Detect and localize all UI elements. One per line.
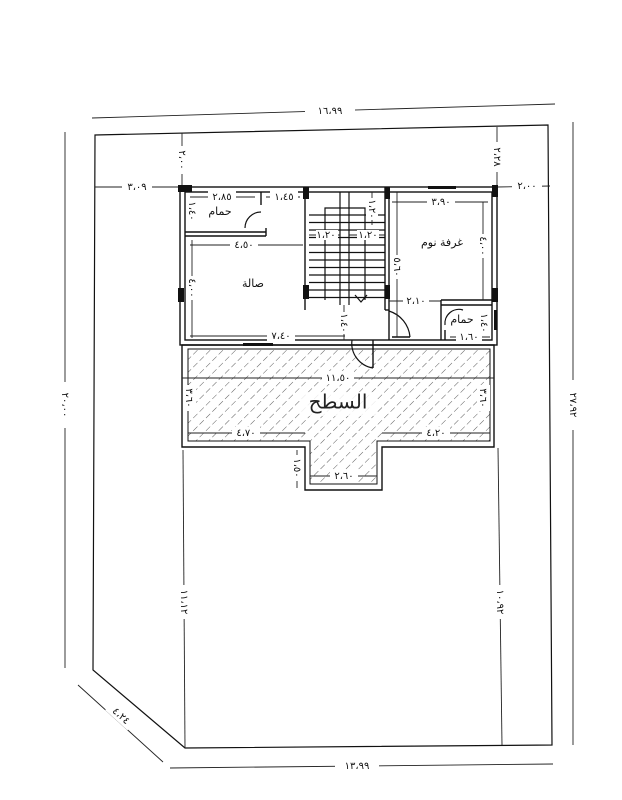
dim-plot-top: ١٦،٩٩	[318, 106, 343, 117]
dim-stair-lobby: ١،٤٠	[338, 313, 349, 332]
dim-setback-left: ٣،٠٩	[127, 182, 146, 193]
dim-setback-top-left: ٢،٠٠	[176, 150, 187, 169]
dim-hall-bottom: ٧،٤٠	[271, 331, 290, 342]
dim-roof-bay-width: ٢،٦٠	[334, 471, 353, 482]
dim-bath2-depth: ١،٤٠	[478, 313, 489, 332]
dim-bedroom-depth: ٤،٠٠	[477, 236, 488, 255]
dim-bath2-width: ١،٦٠	[459, 332, 478, 343]
columns	[178, 185, 498, 302]
dim-plot-right: ٢٧،٩٢	[567, 393, 578, 418]
roof-terrace: ١١،٥٠ ٤،٧٠ ٤،٢٠ ٣،٦٠ ٣،٦٠ ٢،٦٠ ١،٥٠ السط…	[181, 344, 495, 491]
dim-roof-left-part: ٤،٧٠	[236, 428, 255, 439]
room-label-bath-1: حمام	[208, 205, 231, 218]
dim-plot-left: ٢٠،٠٠	[59, 393, 70, 418]
dim-setback-bottom-left: ١١،١٢	[178, 590, 189, 615]
dim-hall-width: ٤،٥٠	[234, 240, 253, 251]
dim-bedroom-passage: ٢،١٠	[406, 296, 425, 307]
dim-roof-right-depth: ٣،٦٠	[477, 388, 488, 407]
dim-roof-bay-depth: ١،٥٠	[291, 458, 302, 477]
interior-dimensions: ٢،٨٥ ١،٤٥ ١،٤٠ ٤،٥٠ ٤،٠٠ ٧،٤٠ ٣،٩٠ ٤،٠٠ …	[186, 191, 490, 343]
dim-bedroom-side: ٥،٦٠	[391, 257, 402, 276]
dim-setback-right: ٢،٠٠	[517, 181, 536, 192]
dim-stair-landing: ١،٢٠	[366, 199, 377, 218]
room-label-roof: السطح	[309, 390, 368, 414]
room-label-hall: صالة	[242, 277, 264, 290]
dim-plot-bottom: ١٣،٩٩	[345, 761, 370, 772]
setback-lines: ٣،٠٩ ٢،٠٠ ٢،٠٠ ٢،٢٨ ١١،١٢ ١٠،٩٢	[95, 127, 551, 749]
dim-stair-flight-1: ١،٢٠	[316, 230, 335, 241]
room-label-bedroom: غرفة نوم	[421, 236, 463, 249]
dim-bath1-width: ٢،٨٥	[212, 192, 231, 203]
dim-corridor-width: ١،٤٥	[274, 192, 293, 203]
dim-setback-top-right: ٢،٢٨	[491, 147, 502, 167]
bedroom-area	[243, 186, 497, 369]
room-label-bath-2: حمام	[450, 313, 473, 326]
dim-roof-width: ١١،٥٠	[326, 373, 351, 384]
dim-roof-right-part: ٤،٢٠	[426, 428, 445, 439]
dim-stair-flight-2: ١،٢٠	[358, 230, 377, 241]
dim-bath1-depth: ١،٤٠	[186, 201, 197, 220]
staircase: ١،٢٠ ١،٢٠ ١،٢٠ ١،٤٠	[309, 192, 385, 340]
dim-hall-depth: ٤،٠٠	[186, 278, 197, 297]
plot-dimensions: ١٦،٩٩ ٢٠،٠٠ ٢٧،٩٢ ١٣،٩٩ ٤،٢٤	[57, 103, 581, 772]
dim-roof-left-depth: ٣،٦٠	[183, 388, 194, 407]
dim-setback-bottom-right: ١٠،٩٢	[494, 590, 505, 615]
dim-bedroom-width: ٣،٩٠	[431, 197, 450, 208]
plot-boundary	[92, 124, 553, 749]
